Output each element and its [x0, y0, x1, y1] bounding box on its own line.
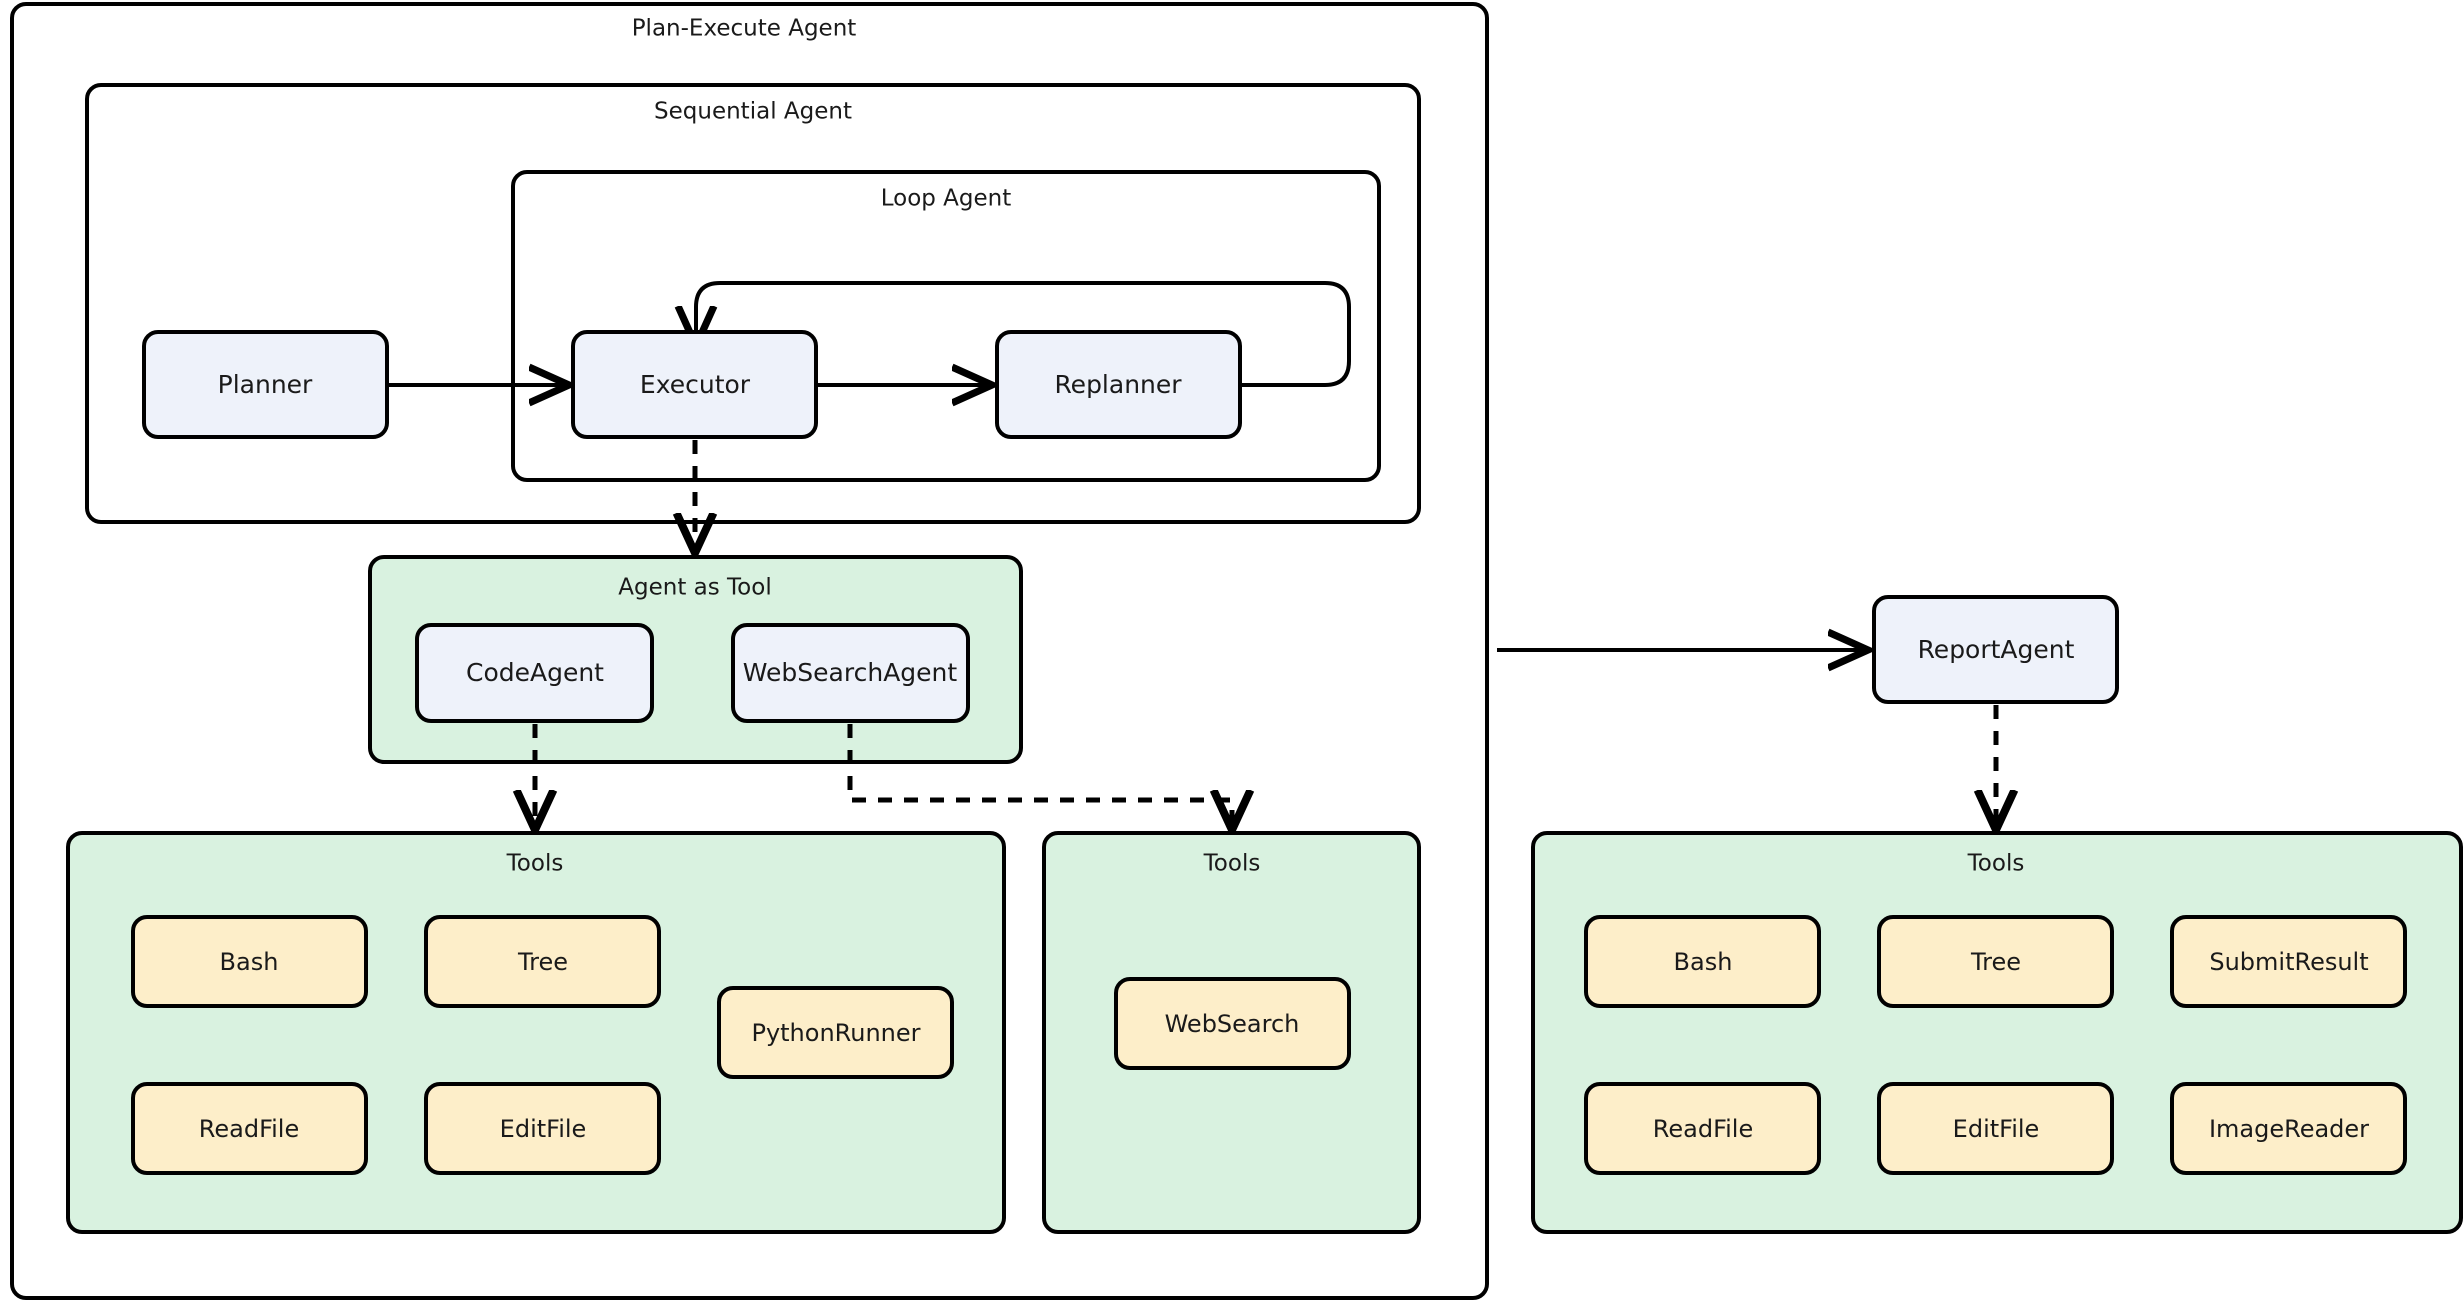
report-tools-label: Tools — [1967, 851, 2025, 877]
report-agent-box[interactable] — [1872, 595, 2119, 704]
edge-replanner-loopback-to-executor — [696, 281, 1351, 387]
report-tool-readfile-label: ReadFile — [1653, 1115, 1753, 1143]
plan-execute-agent-label: Plan-Execute Agent — [632, 16, 857, 42]
node-report-agent[interactable]: ReportAgent — [1872, 595, 2119, 704]
tool-node[interactable]: Tree — [424, 915, 661, 1008]
tool-node[interactable]: EditFile — [1877, 1082, 2114, 1175]
executor-box[interactable] — [571, 330, 818, 439]
replanner-label: Replanner — [1054, 370, 1182, 399]
tool-node[interactable]: Bash — [131, 915, 368, 1008]
group-websearch-tools: Tools WebSearch — [1042, 831, 1421, 1234]
tool-pythonrunner-label: PythonRunner — [751, 1019, 920, 1047]
tool-node[interactable]: EditFile — [424, 1082, 661, 1175]
tool-websearch-label: WebSearch — [1165, 1010, 1300, 1038]
websearch-tools-label: Tools — [1203, 851, 1261, 877]
node-code-agent[interactable]: CodeAgent — [415, 623, 654, 723]
tool-node[interactable]: Bash — [1584, 915, 1821, 1008]
code-agent-box[interactable] — [415, 623, 654, 723]
report-tool-submitresult-label: SubmitResult — [2209, 948, 2368, 976]
node-executor[interactable]: Executor — [571, 330, 818, 439]
tool-readfile-box[interactable] — [131, 1082, 368, 1175]
tool-tree-label: Tree — [517, 948, 568, 976]
group-report-tools: Tools Bash Tree SubmitResult ReadFile Ed… — [1531, 831, 2463, 1234]
websearch-agent-label: WebSearchAgent — [743, 658, 958, 687]
planner-label: Planner — [218, 370, 313, 399]
report-tool-tree-box[interactable] — [1877, 915, 2114, 1008]
report-tool-imagereader-box[interactable] — [2170, 1082, 2407, 1175]
report-agent-label: ReportAgent — [1918, 635, 2075, 664]
report-tool-tree-label: Tree — [1970, 948, 2021, 976]
tool-node[interactable]: SubmitResult — [2170, 915, 2407, 1008]
tool-bash-label: Bash — [220, 948, 279, 976]
tool-pythonrunner-box[interactable] — [717, 986, 954, 1079]
planner-box[interactable] — [142, 330, 389, 439]
tool-editfile-box[interactable] — [424, 1082, 661, 1175]
report-tool-editfile-label: EditFile — [1953, 1115, 2040, 1143]
report-tool-submitresult-box[interactable] — [2170, 915, 2407, 1008]
edge-websearch-agent-to-tools — [847, 724, 1232, 825]
report-tool-imagereader-label: ImageReader — [2209, 1115, 2369, 1143]
sequential-agent-label: Sequential Agent — [654, 99, 852, 125]
node-planner[interactable]: Planner — [142, 330, 389, 439]
report-tool-readfile-box[interactable] — [1584, 1082, 1821, 1175]
executor-label: Executor — [640, 370, 751, 399]
loop-agent-label: Loop Agent — [881, 186, 1012, 212]
tool-node[interactable]: ImageReader — [2170, 1082, 2407, 1175]
code-tools-label: Tools — [506, 851, 564, 877]
tool-node[interactable]: ReadFile — [1584, 1082, 1821, 1175]
tool-node[interactable]: PythonRunner — [717, 986, 954, 1079]
tool-node[interactable]: ReadFile — [131, 1082, 368, 1175]
tool-node[interactable]: WebSearch — [1114, 977, 1351, 1070]
tool-websearch-box[interactable] — [1114, 977, 1351, 1070]
report-tool-bash-box[interactable] — [1584, 915, 1821, 1008]
tool-editfile-label: EditFile — [500, 1115, 587, 1143]
tool-tree-box[interactable] — [424, 915, 661, 1008]
code-agent-label: CodeAgent — [466, 658, 604, 687]
report-tool-bash-label: Bash — [1674, 948, 1733, 976]
node-websearch-agent[interactable]: WebSearchAgent — [731, 623, 970, 723]
replanner-box[interactable] — [995, 330, 1242, 439]
group-code-tools: Tools Bash Tree PythonRunner ReadFile Ed… — [66, 831, 1006, 1234]
tool-bash-box[interactable] — [131, 915, 368, 1008]
agent-as-tool-label: Agent as Tool — [618, 575, 771, 601]
tool-readfile-label: ReadFile — [199, 1115, 299, 1143]
report-tool-editfile-box[interactable] — [1877, 1082, 2114, 1175]
tool-node[interactable]: Tree — [1877, 915, 2114, 1008]
websearch-agent-box[interactable] — [731, 623, 970, 723]
node-replanner[interactable]: Replanner — [995, 330, 1242, 439]
